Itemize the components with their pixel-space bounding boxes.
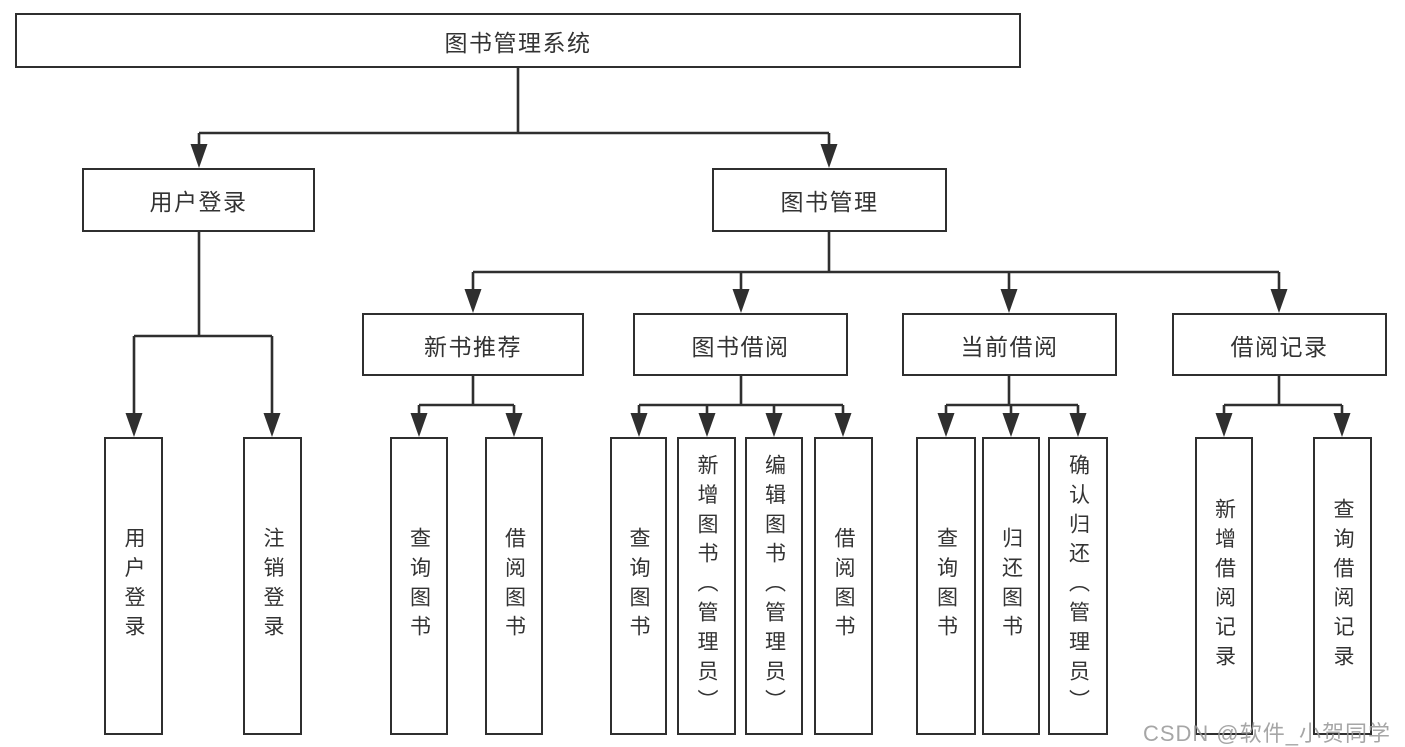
leaf-query-borrow-record: 查询借阅记录 bbox=[1313, 437, 1372, 735]
leaf-query-book-3: 查询图书 bbox=[916, 437, 976, 735]
leaf-borrow-book-2: 借阅图书 bbox=[814, 437, 873, 735]
leaf-query-borrow-record-label: 查询借阅记录 bbox=[1331, 497, 1354, 675]
leaf-add-book-admin: 新增图书（管理员） bbox=[677, 437, 736, 735]
node-new-book-recommend-label: 新书推荐 bbox=[424, 333, 522, 360]
leaf-add-borrow-record: 新增借阅记录 bbox=[1195, 437, 1253, 735]
node-book-management: 图书管理 bbox=[712, 168, 947, 232]
arrowheads bbox=[125, 144, 1351, 437]
leaf-query-book-1-label: 查询图书 bbox=[407, 527, 431, 645]
leaf-user-login: 用户登录 bbox=[104, 437, 163, 735]
leaf-user-login-label: 用户登录 bbox=[122, 527, 145, 645]
leaf-query-book-1: 查询图书 bbox=[390, 437, 448, 735]
leaf-query-book-2-label: 查询图书 bbox=[627, 527, 650, 645]
leaf-edit-book-admin: 编辑图书（管理员） bbox=[745, 437, 803, 735]
node-borrow-record-label: 借阅记录 bbox=[1230, 333, 1329, 360]
leaf-confirm-return-admin: 确认归还（管理员） bbox=[1048, 437, 1108, 735]
node-user-login: 用户登录 bbox=[82, 168, 315, 232]
leaf-logout: 注销登录 bbox=[243, 437, 302, 735]
node-book-borrow-label: 图书借阅 bbox=[691, 333, 790, 360]
leaf-borrow-book-2-label: 借阅图书 bbox=[832, 527, 855, 645]
node-book-management-label: 图书管理 bbox=[780, 189, 879, 215]
leaf-query-book-2: 查询图书 bbox=[610, 437, 667, 735]
csdn-watermark: CSDN @软件_小贺同学 bbox=[1142, 721, 1391, 746]
leaf-add-book-admin-label: 新增图书（管理员） bbox=[695, 453, 718, 719]
node-root-label: 图书管理系统 bbox=[444, 29, 592, 56]
node-current-borrow: 当前借阅 bbox=[902, 313, 1117, 376]
node-current-borrow-label: 当前借阅 bbox=[960, 333, 1059, 360]
leaf-borrow-book-1: 借阅图书 bbox=[485, 437, 543, 735]
leaf-edit-book-admin-label: 编辑图书（管理员） bbox=[762, 453, 786, 719]
leaf-borrow-book-1-label: 借阅图书 bbox=[502, 527, 526, 645]
node-borrow-record: 借阅记录 bbox=[1172, 313, 1387, 376]
leaf-confirm-return-admin-label: 确认归还（管理员） bbox=[1066, 453, 1090, 719]
node-user-login-label: 用户登录 bbox=[149, 189, 248, 215]
leaf-return-book: 归还图书 bbox=[982, 437, 1040, 735]
node-new-book-recommend: 新书推荐 bbox=[362, 313, 584, 376]
leaf-logout-label: 注销登录 bbox=[261, 527, 284, 645]
node-book-borrow: 图书借阅 bbox=[633, 313, 848, 376]
node-root: 图书管理系统 bbox=[15, 13, 1021, 68]
leaf-return-book-label: 归还图书 bbox=[999, 527, 1023, 645]
leaf-add-borrow-record-label: 新增借阅记录 bbox=[1212, 497, 1236, 675]
leaf-query-book-3-label: 查询图书 bbox=[934, 527, 958, 645]
